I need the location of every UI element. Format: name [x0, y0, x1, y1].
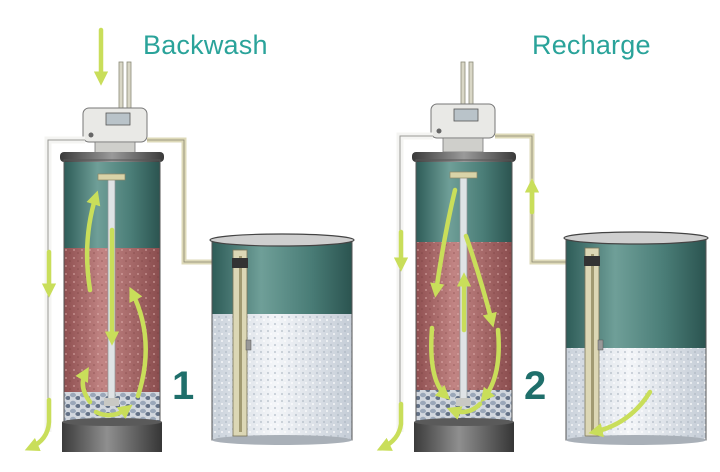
step-number-backwash: 1 — [172, 364, 195, 408]
backwash-title: Backwash — [143, 30, 268, 60]
flow-arrow-icon — [75, 366, 93, 405]
flow-arrow-icon — [376, 401, 404, 451]
flow-arrow-icon — [480, 327, 501, 403]
backwash-panel — [24, 27, 355, 452]
control-valve-icon — [82, 107, 148, 157]
recharge-title: Recharge — [532, 30, 651, 60]
supply-pipes — [118, 61, 132, 111]
flow-arrow-icon — [129, 286, 148, 399]
flow-arrows — [376, 178, 653, 451]
control-valve-icon — [430, 103, 496, 153]
flow-arrow-icon — [588, 389, 653, 438]
flow-arrows — [24, 27, 148, 452]
brine-tank — [563, 231, 709, 445]
flow-arrow-icon — [430, 187, 458, 298]
flow-arrow-icon — [24, 397, 52, 452]
flow-arrow-icon — [463, 233, 497, 328]
flow-arrow-icon — [93, 404, 133, 419]
brine-tank — [209, 233, 355, 445]
recharge-panel — [376, 61, 709, 452]
flow-arrow-icon — [84, 190, 101, 293]
step-number-recharge: 2 — [524, 364, 547, 408]
flow-arrow-icon — [446, 401, 483, 420]
supply-pipes — [460, 61, 474, 111]
flow-arrow-icon — [429, 325, 451, 400]
